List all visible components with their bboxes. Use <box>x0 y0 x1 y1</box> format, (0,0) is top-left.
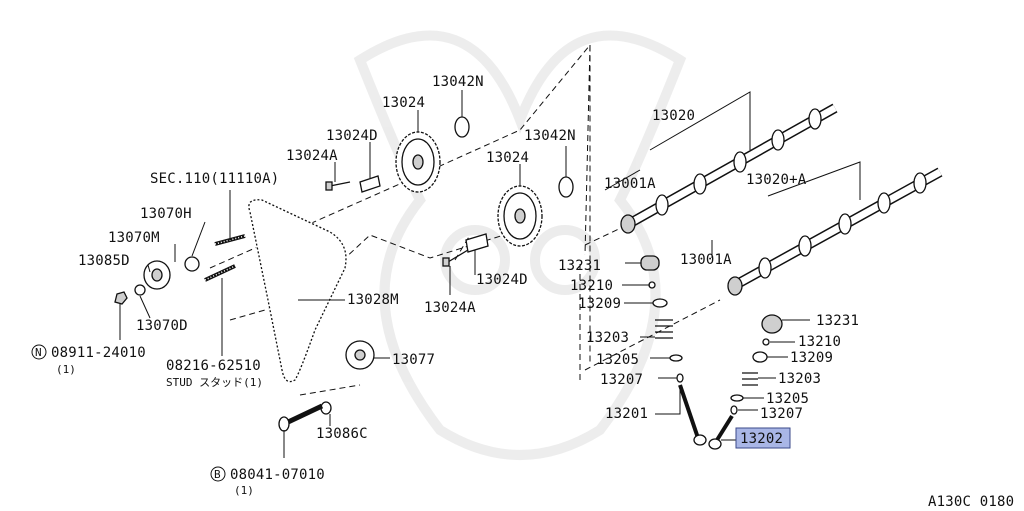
plate-lower <box>465 233 489 253</box>
washer-13070D <box>134 284 146 296</box>
leader-lines <box>119 90 861 458</box>
label-13024A-lower[interactable]: 13024A <box>424 300 476 316</box>
nut-qty: (1) <box>56 363 76 376</box>
label-13070H[interactable]: 13070H <box>140 206 192 222</box>
cam-sprocket-upper <box>395 131 441 193</box>
label-13024-lower[interactable]: 13024 <box>486 150 529 166</box>
label-13210-left[interactable]: 13210 <box>570 278 613 294</box>
label-13070D[interactable]: 13070D <box>136 318 188 334</box>
label-sec110[interactable]: SEC.110(11110A) <box>150 171 279 187</box>
figure-code: A130C 0180 <box>928 494 1014 510</box>
camshaft-lower <box>727 167 943 296</box>
label-13020A[interactable]: 13020+A <box>746 172 807 188</box>
label-08041-07010[interactable]: 08041-07010 <box>230 467 325 483</box>
label-13086C[interactable]: 13086C <box>316 426 368 442</box>
nut-08911 <box>114 291 128 305</box>
label-13024A-upper[interactable]: 13024A <box>286 148 338 164</box>
label-13201[interactable]: 13201 <box>605 406 648 422</box>
stud-08216 <box>204 264 236 282</box>
label-13207-right[interactable]: 13207 <box>760 406 803 422</box>
label-13024-upper[interactable]: 13024 <box>382 95 425 111</box>
nut-prefix-circle <box>31 344 47 360</box>
idler-pulley <box>345 340 375 370</box>
label-13203-right[interactable]: 13203 <box>778 371 821 387</box>
bolt-prefix-circle <box>210 466 226 482</box>
label-08216-62510[interactable]: 08216-62510 <box>166 358 261 374</box>
cam-sprocket-lower <box>497 185 543 247</box>
bolt-qty: (1) <box>234 484 254 497</box>
plate-upper <box>359 175 381 193</box>
label-13205-right[interactable]: 13205 <box>766 391 809 407</box>
label-13210-right[interactable]: 13210 <box>798 334 841 350</box>
valve-train-left <box>640 255 707 446</box>
label-13209-right[interactable]: 13209 <box>790 350 833 366</box>
tensioner-pulley <box>143 260 171 290</box>
label-13203-left[interactable]: 13203 <box>586 330 629 346</box>
label-13024D-upper[interactable]: 13024D <box>326 128 378 144</box>
label-13001A-lower[interactable]: 13001A <box>680 252 732 268</box>
timing-belt <box>247 198 348 383</box>
label-13085D[interactable]: 13085D <box>78 253 130 269</box>
label-13231-right[interactable]: 13231 <box>816 313 859 329</box>
label-13209-left[interactable]: 13209 <box>578 296 621 312</box>
stud-desc: STUD スタッド(1) <box>166 376 263 389</box>
seal-upper <box>454 116 470 138</box>
label-13020[interactable]: 13020 <box>652 108 695 124</box>
label-13205-left[interactable]: 13205 <box>596 352 639 368</box>
label-13231-left[interactable]: 13231 <box>558 258 601 274</box>
label-13028M[interactable]: 13028M <box>347 292 399 308</box>
tensioner-spring <box>184 256 200 272</box>
seal-lower <box>558 176 574 198</box>
bolt-prefix: B <box>214 468 221 481</box>
label-13070M[interactable]: 13070M <box>108 230 160 246</box>
label-13207-left[interactable]: 13207 <box>600 372 643 388</box>
label-13042N-lower[interactable]: 13042N <box>524 128 576 144</box>
label-13077[interactable]: 13077 <box>392 352 435 368</box>
camshaft-upper <box>620 103 838 234</box>
label-08911-24010[interactable]: 08911-24010 <box>51 345 146 361</box>
labels: 13042N 13024 13024D 13024A 13042N 13024 … <box>31 74 1014 510</box>
bolt-lower <box>442 249 469 267</box>
highlight-13202 <box>735 427 791 449</box>
label-13042N-upper[interactable]: 13042N <box>432 74 484 90</box>
label-13001A-upper[interactable]: 13001A <box>604 176 656 192</box>
bolt-upper <box>325 181 351 191</box>
label-13024D-lower[interactable]: 13024D <box>476 272 528 288</box>
nut-prefix: N <box>35 346 42 359</box>
label-13202[interactable]: 13202 <box>740 431 783 447</box>
